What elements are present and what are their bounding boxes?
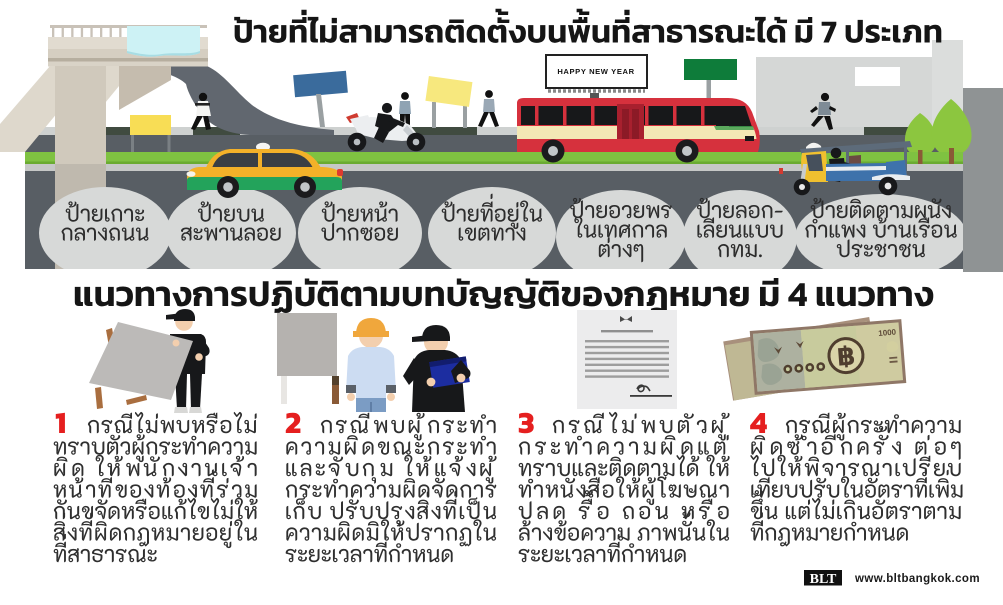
svg-text:1000: 1000 <box>878 328 897 338</box>
svg-text:HAPPY NEW YEAR: HAPPY NEW YEAR <box>557 67 634 76</box>
svg-text:BLT: BLT <box>810 572 837 587</box>
svg-text:www.bltbangkok.com: www.bltbangkok.com <box>854 573 980 585</box>
